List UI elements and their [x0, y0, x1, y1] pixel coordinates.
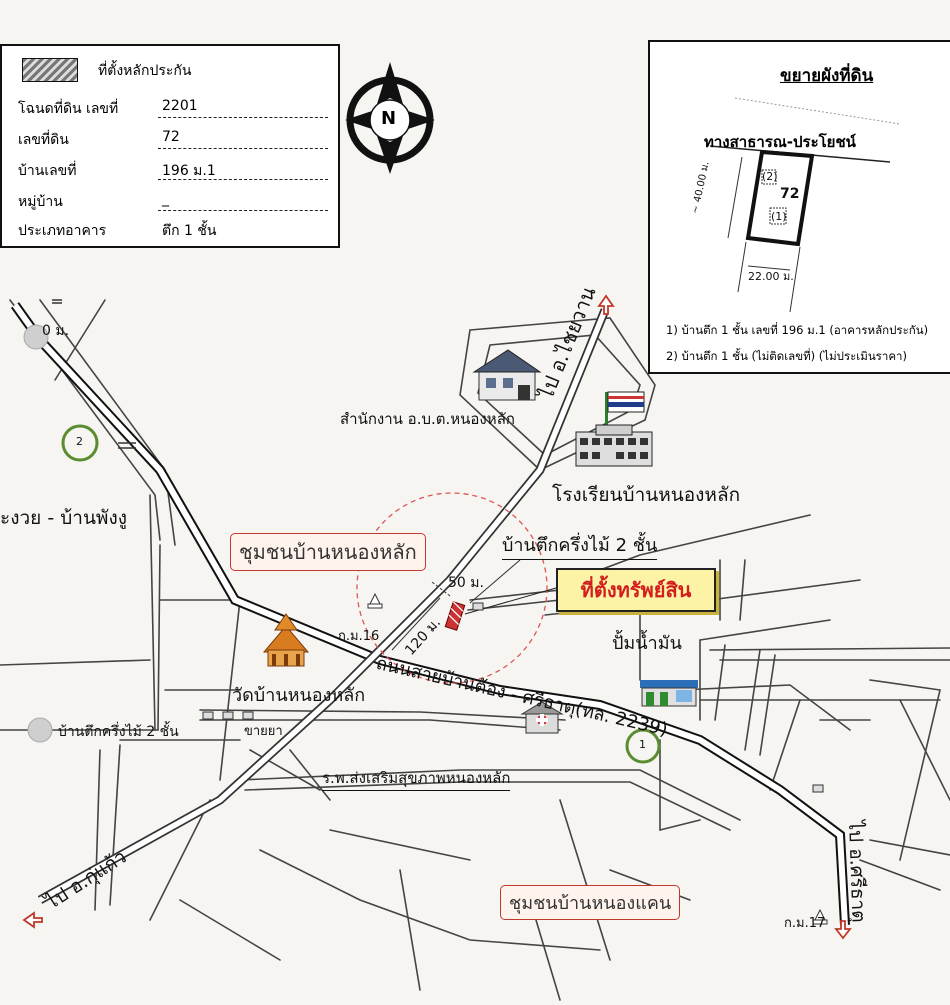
hatch-swatch-icon [22, 58, 78, 82]
circle-marker-2-label: 2 [76, 435, 83, 448]
circle-marker-1-label: 1 [639, 738, 646, 751]
legend-box: ที่ตั้งหลักประกัน โฉนดที่ดิน เลขที่ 2201… [0, 44, 340, 248]
community-label-nonglak: ชุมชนบ้านหนองหลัก [230, 533, 426, 571]
office-icon [474, 350, 540, 400]
house-2floor-label-1: บ้านตึกครึ่งไม้ 2 ชั้น [502, 530, 657, 560]
legend-row: เลขที่ดิน 72 [18, 123, 328, 151]
legend-row: บ้านเลขที่ 196 ม.1 [18, 154, 328, 182]
legend-row: โฉนดที่ดิน เลขที่ 2201 [18, 92, 328, 120]
office-label: สำนักงาน อ.บ.ต.หนองหลัก [340, 407, 515, 431]
temple-label: วัดบ้านหนองหลัก [232, 680, 365, 709]
building-1-label: (1) [771, 210, 787, 223]
legend-row: ประเภทอาคาร ตึก 1 ชั้น [18, 214, 328, 242]
km17-label: ก.ม.17 [784, 912, 825, 933]
distance-50m: 50 ม. [448, 572, 484, 594]
house-2floor-label-2: บ้านตึกครึ่งไม้ 2 ชั้น [58, 721, 179, 743]
width-dimension: 22.00 ม. [748, 267, 794, 285]
road-label-srithat: ไป อ.ศรีธาตุ [840, 820, 874, 923]
road-label-phangngu: ะงวย - บ้านพังงู [0, 503, 127, 533]
inset-parcel-plan: ขยายผังที่ดิน ทางสาธารณ-ประโยชน์ 72 (2) … [648, 40, 950, 374]
local-roads [0, 300, 950, 1000]
community-label-nongkaen: ชุมชนบ้านหนองแคน [500, 885, 680, 920]
hospital-label: ร.พ.ส่งเสริมสุขภาพหนองหลัก [322, 766, 510, 791]
inset-note-2: 2) บ้านตึก 1 ชั้น (ไม่ติดเลขที่) (ไม่ประ… [666, 348, 907, 366]
parcel-number: 72 [780, 186, 799, 202]
inset-road-label: ทางสาธารณ-ประโยชน์ [704, 130, 856, 154]
compass: N [345, 60, 435, 176]
legend-row: หมู่บ้าน _ [18, 185, 328, 213]
drug-shop-label: ขายยา [244, 720, 283, 741]
compass-letter: N [381, 108, 396, 129]
school-label: โรงเรียนบ้านหนองหลัก [552, 480, 740, 510]
inset-note-1: 1) บ้านตึก 1 ชั้น เลขที่ 196 ม.1 (อาคารห… [666, 322, 928, 340]
km-markers [368, 594, 827, 924]
legend-swatch-label: ที่ตั้งหลักประกัน [98, 60, 191, 82]
gas-station-label: ปั้มน้ำมัน [612, 628, 682, 657]
km16-label: ก.ม.16 [338, 625, 379, 646]
building-2-label: (2) [762, 170, 778, 183]
property-location-label: ที่ตั้งทรัพย์สิน [556, 568, 716, 612]
gas-station-icon [640, 680, 698, 706]
school-icon [576, 392, 652, 466]
temple-icon [264, 614, 308, 666]
pin-dot [28, 718, 52, 742]
distance-topleft: 0 ม. [42, 320, 69, 342]
